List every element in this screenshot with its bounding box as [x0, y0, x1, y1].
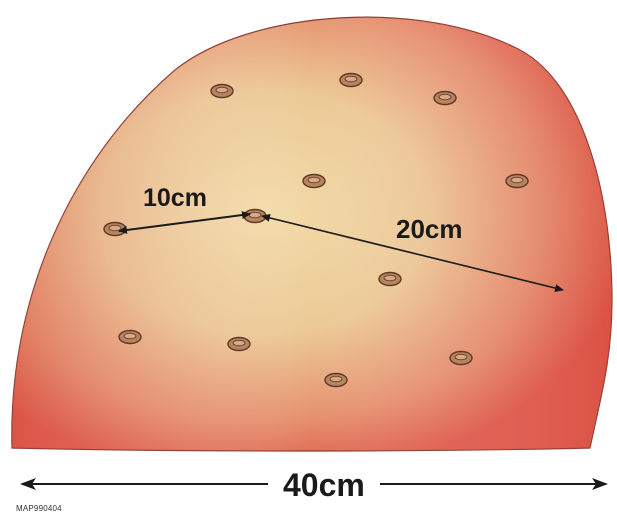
nodule [211, 85, 233, 98]
nodule [379, 273, 401, 286]
diameter-label: 40cm [283, 467, 365, 503]
nodule [325, 374, 347, 387]
nodule [506, 175, 528, 188]
short-spacing-label: 10cm [143, 184, 207, 212]
nodule [434, 92, 456, 105]
figure-id: MAP990404 [16, 504, 62, 513]
nodule [228, 338, 250, 351]
nodule [119, 331, 141, 344]
radius-label: 20cm [396, 214, 463, 244]
nodule [104, 223, 126, 236]
nodule [340, 74, 362, 87]
nodule [450, 352, 472, 365]
nodule [303, 175, 325, 188]
